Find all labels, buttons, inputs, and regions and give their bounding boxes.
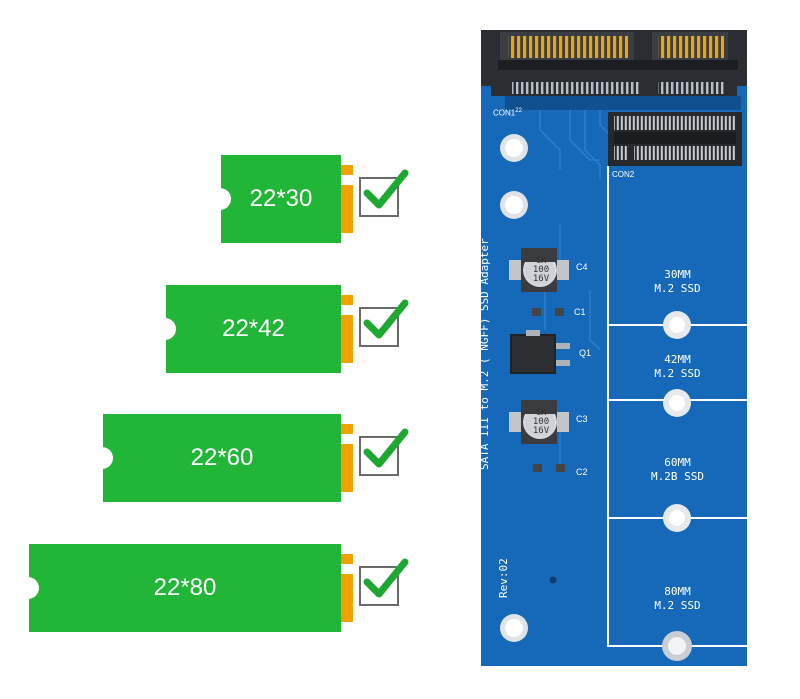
checkmark-icon: [359, 558, 409, 606]
regulator-q1: [510, 330, 570, 374]
gold-contacts: [341, 165, 353, 175]
mounting-notch: [17, 577, 39, 599]
gold-contacts: [341, 574, 353, 622]
con2-label: CON2: [612, 170, 635, 179]
mounting-notch: [91, 447, 113, 469]
standoff-holes: [662, 311, 692, 661]
board-title: SATA III to M.2 ( NGFF) SSD Adapter: [478, 238, 491, 470]
con1-label: CON122: [493, 108, 522, 118]
smd-pads: [532, 308, 565, 472]
ssd-card-2280: 22*80: [17, 544, 353, 632]
capacitor-c4: [509, 248, 569, 292]
checkmark-icon: [359, 428, 409, 476]
ssd-size-label: 22*60: [190, 444, 254, 471]
sata-data-pins: [508, 36, 628, 58]
gold-contacts: [341, 554, 353, 564]
gold-contacts: [341, 185, 353, 233]
mounting-holes: [500, 134, 528, 642]
ssd-card-2260: 22*60: [91, 414, 353, 502]
ssd-size-label: 22*42: [222, 315, 285, 342]
ref-c3: C3: [576, 414, 588, 424]
ref-c2: C2: [576, 467, 588, 477]
capacitor-c3: [509, 400, 569, 444]
ssd-size-label: 22*80: [153, 574, 217, 601]
ref-q1: Q1: [579, 348, 592, 358]
gold-contacts: [341, 315, 353, 363]
ssd-size-label: 22*30: [249, 185, 313, 212]
gold-contacts: [341, 295, 353, 305]
ssd-card-2242: 22*42: [154, 285, 353, 373]
gold-contacts: [341, 424, 353, 434]
checkmark-icon: [359, 299, 409, 347]
mounting-notch: [154, 318, 176, 340]
gold-contacts: [341, 444, 353, 492]
board-revision: Rev:02: [497, 558, 510, 598]
checkmark-icon: [359, 169, 409, 217]
sata-power-pins: [658, 36, 724, 58]
ref-c1: C1: [574, 307, 586, 317]
mounting-notch: [209, 188, 231, 210]
ref-c4: C4: [576, 262, 588, 272]
ssd-card-2230: 22*30: [209, 155, 353, 243]
